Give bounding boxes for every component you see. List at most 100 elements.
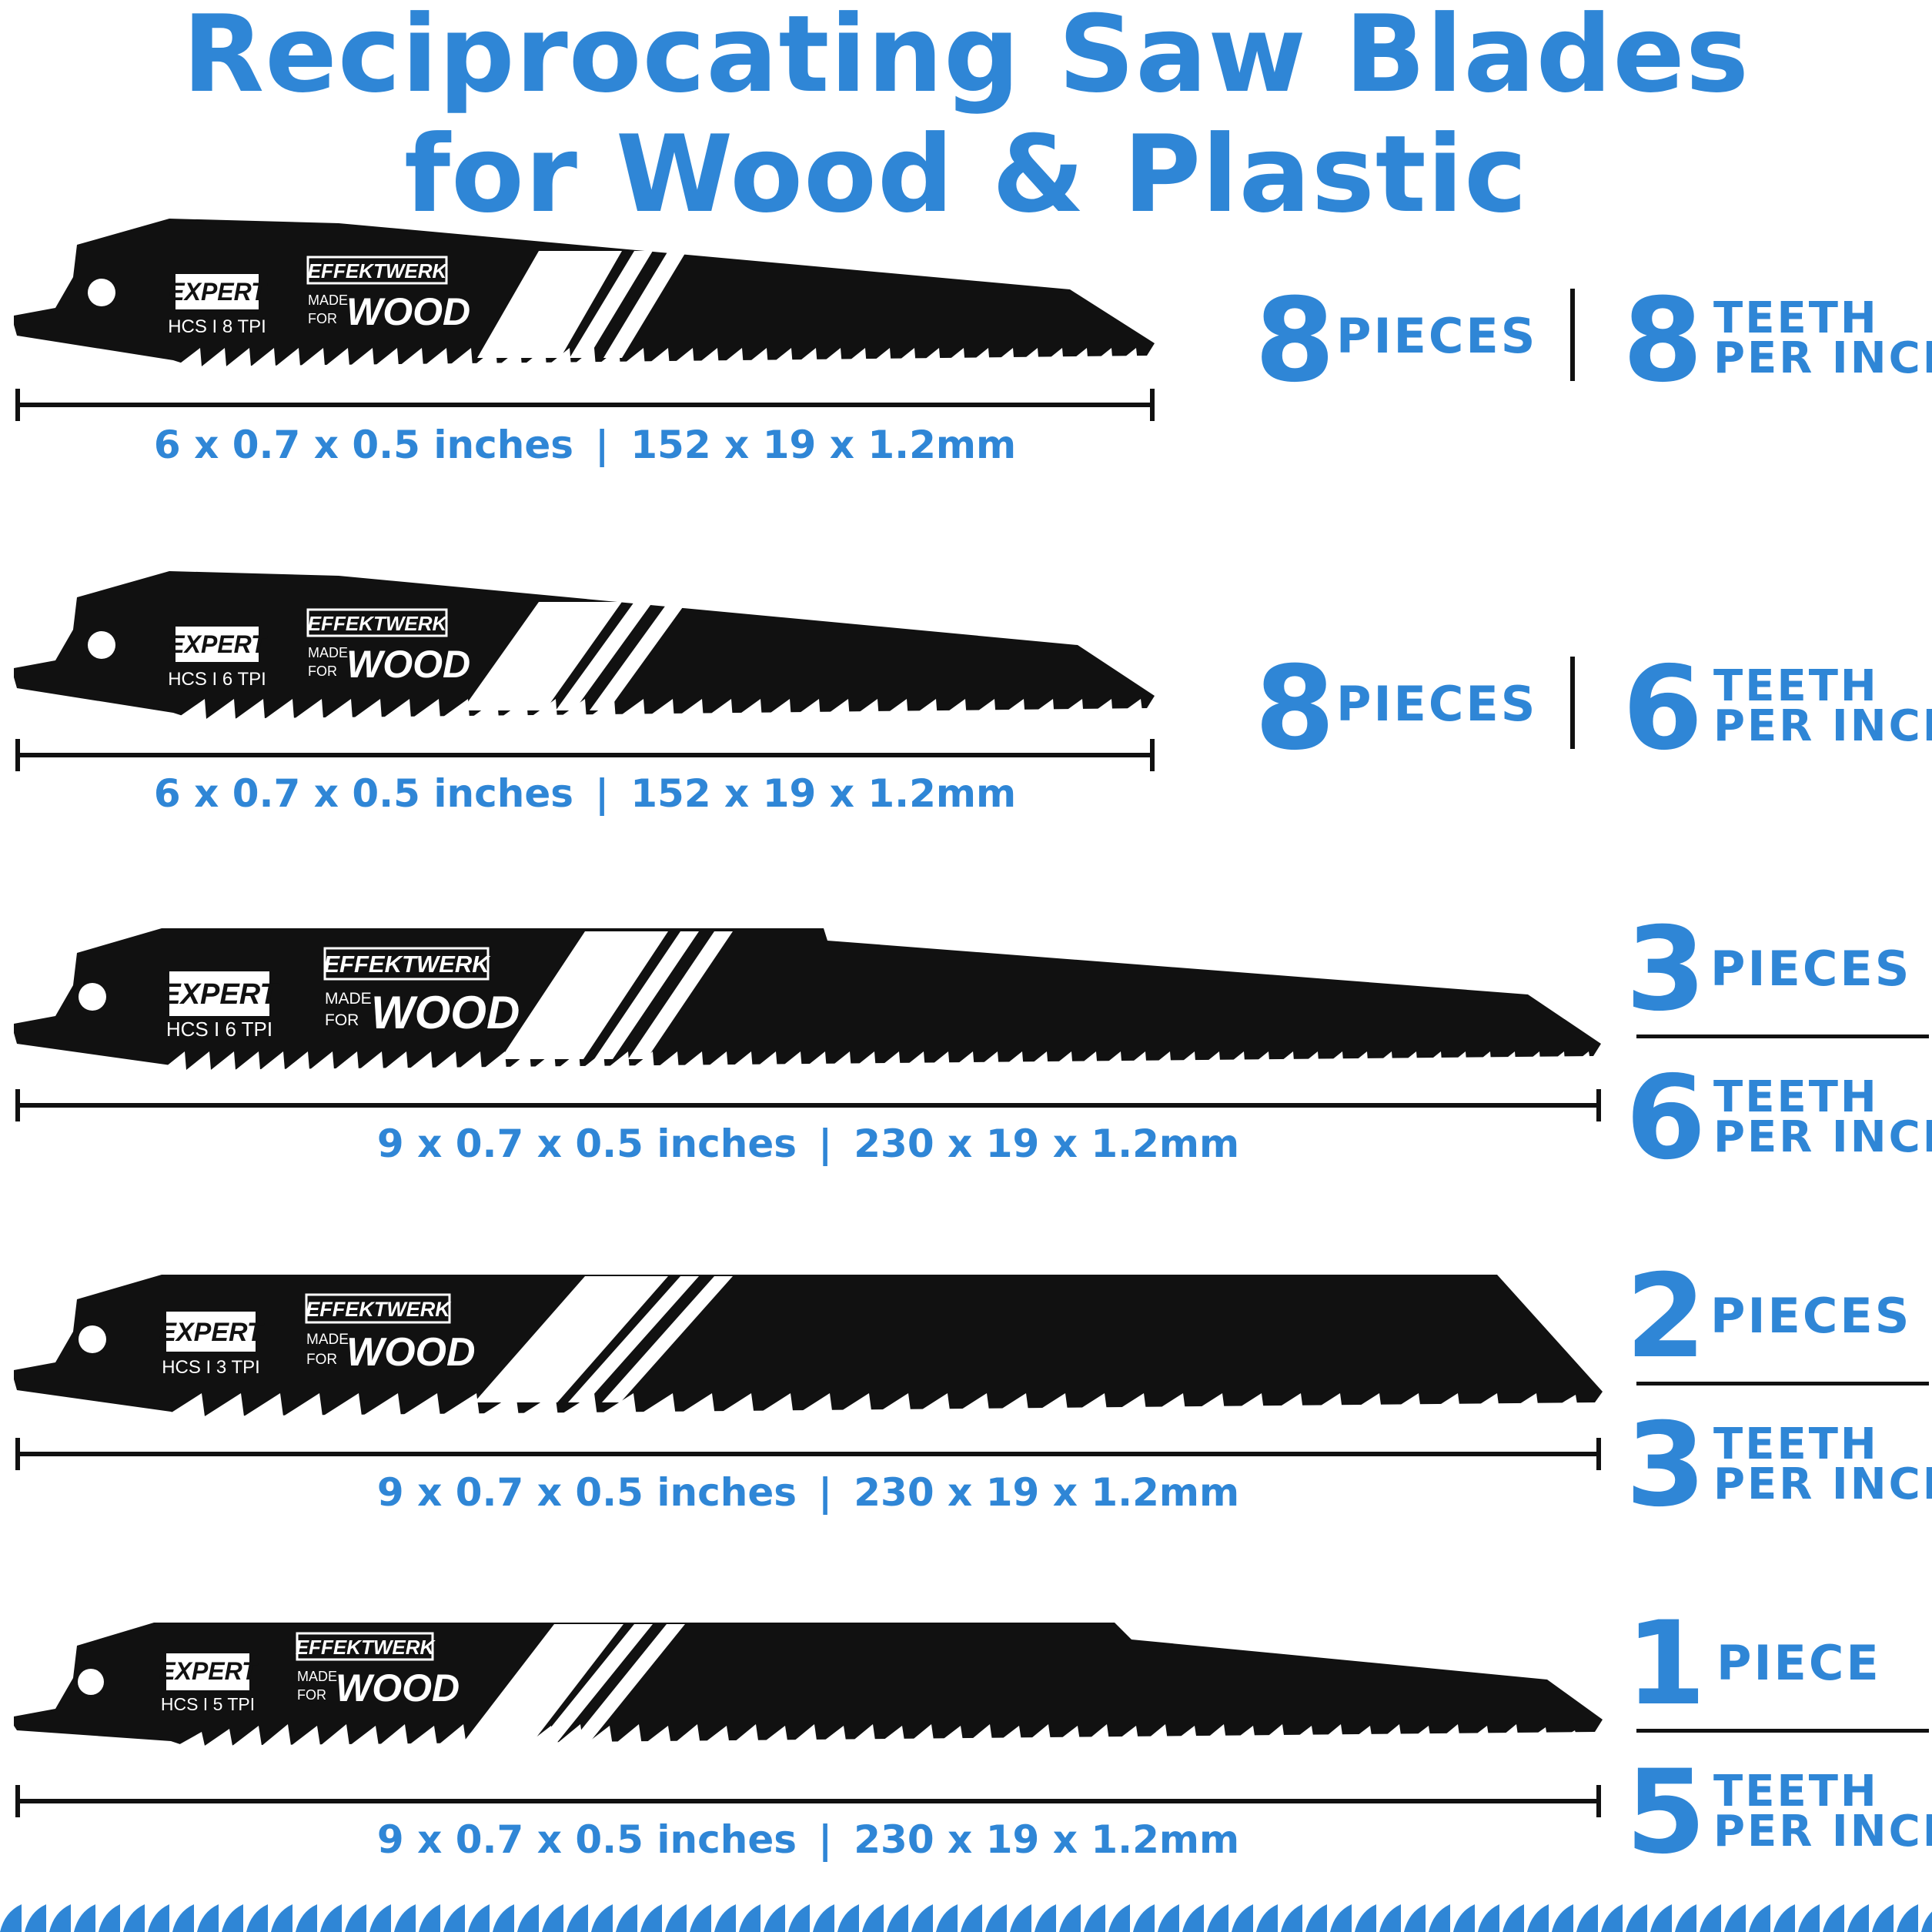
- expert-badge: [175, 274, 259, 309]
- blade-hole: [88, 631, 115, 659]
- blade-stripe: [462, 1624, 623, 1744]
- blade-stripe: [594, 931, 699, 1059]
- brand-logo: EFFEKTWERK: [308, 612, 449, 635]
- expert-badge-text: EXPERT: [168, 630, 268, 658]
- blade-hole: [78, 1669, 104, 1695]
- for-label: FOR: [306, 1352, 337, 1368]
- blade-teeth: [165, 1393, 1595, 1421]
- dims-imperial: 9 x 0.7 x 0.5 inches: [376, 1817, 797, 1862]
- teeth-label-2a: TEETH: [1713, 661, 1879, 711]
- made-label: MADE: [308, 292, 348, 308]
- blade-stripe: [477, 251, 622, 358]
- blade-stripe: [462, 602, 622, 710]
- expert-badge-text: EXPERT: [168, 278, 268, 306]
- length-ruler-5: [15, 1785, 1601, 1817]
- saw-blade-4: EXPERT HCS I 3 TPI EFFEKTWERK MADE FOR W…: [14, 1275, 1603, 1421]
- dims-metric: 152 x 19 x 1.2mm: [630, 423, 1017, 467]
- pieces-label-3: PIECES: [1710, 941, 1912, 997]
- blade-code: HCS I 6 TPI: [166, 1018, 272, 1041]
- teeth-label-5a: TEETH: [1713, 1767, 1879, 1817]
- teeth-label-1b: PER INCH: [1713, 333, 1932, 383]
- teeth-count-3: 6: [1626, 1051, 1706, 1185]
- blade-body: [14, 1275, 1603, 1416]
- page-title-line-1: Reciprocating Saw Blades: [182, 0, 1750, 116]
- expert-badge: [175, 627, 259, 662]
- for-label: FOR: [297, 1687, 326, 1703]
- material-label: WOOD: [346, 290, 470, 333]
- material-label: WOOD: [346, 1330, 476, 1375]
- teeth-count-5: 5: [1626, 1746, 1706, 1880]
- page-title-line-2: for Wood & Plastic: [404, 112, 1528, 236]
- dimensions-4: 9 x 0.7 x 0.5 inches|230 x 19 x 1.2mm: [376, 1470, 1240, 1515]
- dims-imperial: 6 x 0.7 x 0.5 inches: [153, 423, 573, 467]
- blade-stripe: [570, 1624, 685, 1744]
- blade-stripe: [474, 1276, 668, 1402]
- length-ruler-3: [15, 1089, 1601, 1121]
- teeth-count-1: 8: [1623, 274, 1703, 408]
- pieces-count-1: 8: [1255, 274, 1335, 408]
- blade-code: HCS I 3 TPI: [162, 1357, 260, 1378]
- brand-logo-frame: [306, 256, 448, 285]
- material-label: WOOD: [336, 1666, 460, 1710]
- teeth-label-5b: PER INCH: [1713, 1807, 1932, 1857]
- blade-stripe: [570, 251, 653, 358]
- pieces-label-1: PIECES: [1336, 308, 1538, 364]
- dims-imperial: 6 x 0.7 x 0.5 inches: [153, 771, 573, 816]
- length-ruler-4: [15, 1438, 1601, 1470]
- blade-body: [14, 928, 1601, 1070]
- divider-3: [1636, 1035, 1929, 1038]
- pieces-count-3: 3: [1626, 903, 1706, 1037]
- dimensions-5: 9 x 0.7 x 0.5 inches|230 x 19 x 1.2mm: [376, 1817, 1240, 1862]
- blade-stripe: [590, 602, 687, 710]
- blade-stripe: [568, 1276, 699, 1402]
- pieces-count-4: 2: [1626, 1250, 1706, 1384]
- blade-stripe: [603, 251, 687, 358]
- teeth-count-4: 3: [1626, 1399, 1706, 1533]
- blade-stripe: [602, 1276, 733, 1402]
- dims-metric: 230 x 19 x 1.2mm: [854, 1470, 1240, 1515]
- brand-logo-frame: [305, 1293, 451, 1324]
- blade-body: [14, 1623, 1603, 1746]
- brand-logo: EFFEKTWERK: [323, 951, 491, 978]
- blade-code: HCS I 8 TPI: [168, 316, 266, 337]
- for-label: FOR: [325, 1011, 359, 1029]
- blade-stripe: [500, 931, 668, 1059]
- blade-teeth: [162, 1051, 1593, 1075]
- pieces-label-2: PIECES: [1336, 676, 1538, 732]
- expert-badge: [166, 1653, 249, 1690]
- teeth-label-4a: TEETH: [1713, 1419, 1879, 1469]
- brand-logo-frame: [306, 608, 448, 637]
- dims-metric: 230 x 19 x 1.2mm: [854, 1817, 1240, 1862]
- brand-logo-frame: [323, 947, 490, 981]
- teeth-label-2b: PER INCH: [1713, 701, 1932, 751]
- teeth-count-2: 6: [1623, 642, 1703, 776]
- pieces-label-4: PIECES: [1710, 1288, 1912, 1344]
- brand-logo: EFFEKTWERK: [308, 259, 449, 282]
- for-label: FOR: [308, 311, 337, 326]
- divider-5: [1636, 1729, 1929, 1733]
- length-ruler-2: [15, 739, 1155, 771]
- saw-blade-3: EXPERT HCS I 6 TPI EFFEKTWERK MADE FOR W…: [14, 928, 1601, 1075]
- teeth-label-1a: TEETH: [1713, 293, 1879, 343]
- expert-badge-text: EXPERT: [161, 978, 279, 1011]
- saw-blade-5: EXPERT HCS I 5 TPI EFFEKTWERK MADE FOR W…: [14, 1623, 1603, 1750]
- pieces-label-5: PIECE: [1716, 1635, 1881, 1691]
- expert-badge-text: EXPERT: [159, 1657, 259, 1685]
- brand-logo: EFFEKTWERK: [296, 1636, 436, 1659]
- dimensions-1: 6 x 0.7 x 0.5 inches|152 x 19 x 1.2mm: [153, 423, 1017, 467]
- divider-4: [1636, 1382, 1929, 1385]
- blade-stripe: [537, 1624, 653, 1744]
- made-label: MADE: [325, 990, 372, 1008]
- blade-hole: [88, 279, 115, 306]
- length-ruler-1: [15, 389, 1155, 421]
- brand-logo: EFFEKTWERK: [306, 1298, 452, 1321]
- divider-2: [1570, 657, 1575, 749]
- expert-badge: [166, 1312, 256, 1352]
- teeth-label-3a: TEETH: [1713, 1072, 1879, 1122]
- dims-metric: 230 x 19 x 1.2mm: [854, 1121, 1240, 1166]
- pieces-count-2: 8: [1255, 642, 1335, 776]
- blade-code: HCS I 5 TPI: [161, 1694, 255, 1714]
- blade-teeth: [177, 1724, 1595, 1750]
- made-label: MADE: [308, 645, 348, 660]
- blade-stripe: [556, 602, 653, 710]
